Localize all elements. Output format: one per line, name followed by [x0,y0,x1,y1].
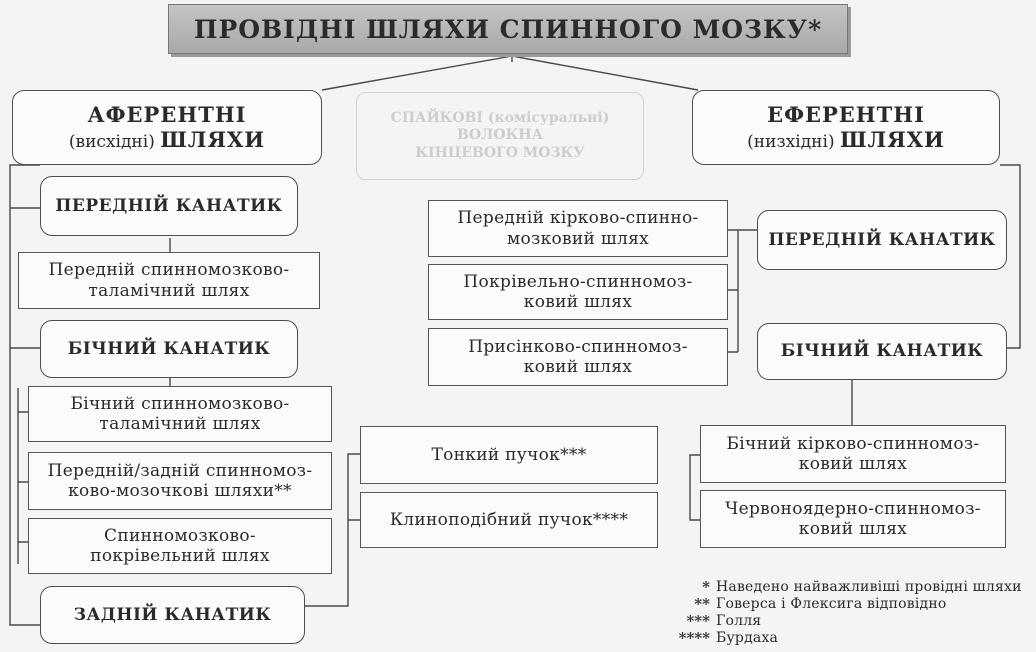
tract-line: Передній кірково-спинно- [457,208,699,229]
footnote-text: Наведено найважливіші провідні шляхи [716,578,1022,595]
tract-line: Червоноядерно-спинномоз- [725,498,981,519]
afferent-lateral-cord: БІЧНИЙ КАНАТИК [40,320,298,378]
footnote: ** Говерса і Флексига відповідно [640,594,1032,613]
afferent-subtitle: (висхідні) ШЛЯХИ [69,127,265,152]
footnote-mark: **** [678,628,710,647]
efferent-anterior-tract-2: Покрівельно-спинномоз- ковий шлях [428,264,728,320]
afferent-anterior-tract: Передній спинномозково- таламічний шлях [18,252,320,309]
afferent-lateral-tract-1: Бічний спинномозково- таламічний шлях [28,386,332,442]
footnote: * Наведено найважливіші провідні шляхи [640,577,1032,596]
afferent-posterior-tract-2: Клиноподібний пучок**** [360,492,658,548]
tract-line: ковий шлях [798,519,908,539]
afferent-posterior-cord: ЗАДНІЙ КАНАТИК [40,586,305,644]
footnotes: * Наведено найважливіші провідні шляхи *… [640,577,1032,647]
footnote: **** Бурдаха [640,628,1032,647]
footnote-text: Бурдаха [716,629,779,646]
efferent-subtitle: (низхідні) ШЛЯХИ [747,127,945,152]
efferent-header: ЕФЕРЕНТНІ (низхідні) ШЛЯХИ [692,90,1000,165]
efferent-paren: (низхідні) [747,132,835,153]
afferent-paren: (висхідні) [68,132,155,153]
footnote-mark: *** [686,611,710,630]
tract-line: таламічний шлях [88,280,250,301]
efferent-word: ШЛЯХИ [840,127,945,153]
footnote-mark: * [702,577,710,596]
afferent-lateral-tract-2: Передній/задній спинномоз- ково-мозочков… [28,452,332,510]
tract-line: таламічний шлях [99,414,261,434]
diagram-title: ПРОВІДНІ ШЛЯХИ СПИННОГО МОЗКУ* [168,4,848,54]
afferent-lateral-tract-3: Спинномозково- покрівельний шлях [28,518,332,574]
tract-line: Бічний кірково-спинномоз- [726,433,980,454]
tract-line: ковий шлях [523,357,633,377]
efferent-title: ЕФЕРЕНТНІ [767,102,925,128]
efferent-anterior-cord: ПЕРЕДНІЙ КАНАТИК [757,210,1007,270]
tract-line: Спинномозково- [104,525,256,546]
afferent-title: АФЕРЕНТНІ [87,102,247,128]
tract-line: ково-мозочкові шляхи** [68,481,292,501]
tract-line: покрівельний шлях [90,546,270,566]
tract-line: ковий шлях [798,454,908,474]
afferent-header: АФЕРЕНТНІ (висхідні) ШЛЯХИ [12,90,322,165]
ghost-commissural-box: СПАЙКОВІ (комісуральні) ВОЛОКНА КІНЦЕВОГ… [356,92,644,180]
afferent-word: ШЛЯХИ [160,127,266,153]
afferent-posterior-tract-1: Тонкий пучок*** [360,426,658,484]
tract-line: Покрівельно-спинномоз- [463,271,693,292]
tract-line: Бічний спинномозково- [70,393,290,414]
efferent-anterior-tract-3: Присінково-спинномоз- ковий шлях [428,328,728,386]
tract-line: Передній спинномозково- [48,260,290,281]
afferent-anterior-cord: ПЕРЕДНІЙ КАНАТИК [40,176,298,236]
footnote: *** Голля [640,611,1032,630]
footnote-text: Говерса і Флексига відповідно [716,595,947,612]
footnote-text: Голля [716,612,762,629]
efferent-lateral-tract-1: Бічний кірково-спинномоз- ковий шлях [700,425,1006,483]
ghost-line: СПАЙКОВІ (комісуральні) [390,109,610,126]
tract-line: Передній/задній спинномоз- [47,460,313,481]
tract-line: мозковий шлях [506,228,650,249]
efferent-lateral-tract-2: Червоноядерно-спинномоз- ковий шлях [700,490,1006,548]
efferent-lateral-cord: БІЧНИЙ КАНАТИК [757,323,1007,380]
ghost-line: КІНЦЕВОГО МОЗКУ [415,144,585,161]
tract-line: ковий шлях [523,292,633,312]
footnote-mark: ** [694,594,710,613]
efferent-anterior-tract-1: Передній кірково-спинно- мозковий шлях [428,200,728,257]
tract-line: Присінково-спинномоз- [468,336,688,357]
ghost-line: ВОЛОКНА [457,127,543,144]
